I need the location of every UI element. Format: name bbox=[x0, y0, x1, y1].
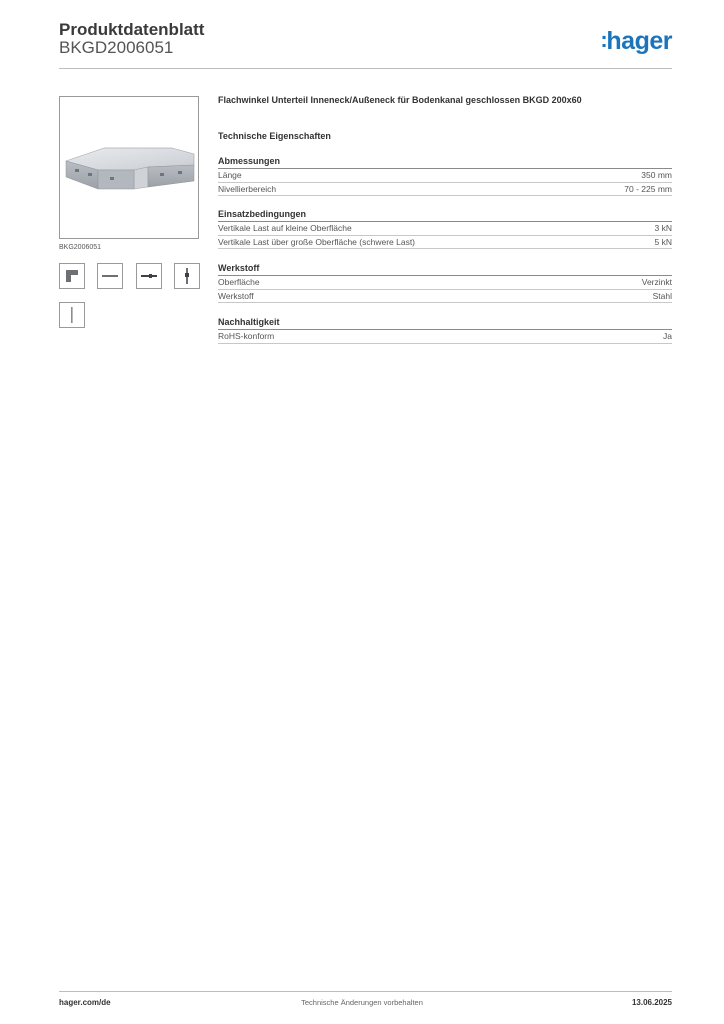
row-value: 70 - 225 mm bbox=[624, 183, 672, 194]
footer-url[interactable]: hager.com/de bbox=[59, 998, 111, 1007]
front-view-icon bbox=[185, 268, 189, 284]
product-image bbox=[59, 96, 199, 239]
header-divider bbox=[59, 68, 672, 69]
section-heading: Abmessungen bbox=[218, 155, 672, 169]
section-heading: Werkstoff bbox=[218, 262, 672, 276]
corner-view-icon bbox=[66, 270, 78, 282]
floor-duct-corner-illustration bbox=[64, 147, 195, 190]
row-label: Länge bbox=[218, 170, 242, 180]
row-label: Vertikale Last auf kleine Oberfläche bbox=[218, 223, 352, 233]
section-heading: Nachhaltigkeit bbox=[218, 316, 672, 330]
image-caption: BKG2006051 bbox=[59, 244, 102, 251]
edge-view-icon bbox=[71, 307, 73, 323]
row-label: Oberfläche bbox=[218, 277, 260, 287]
row-value: 350 mm bbox=[641, 170, 672, 180]
footer-note: Technische Änderungen vorbehalten bbox=[301, 998, 423, 1007]
table-row: Vertikale Last über große Oberfläche (sc… bbox=[218, 236, 672, 249]
section-sustainability: Nachhaltigkeit RoHS-konform Ja bbox=[218, 316, 672, 344]
row-value: Verzinkt bbox=[641, 277, 672, 287]
table-row: RoHS-konform Ja bbox=[218, 330, 672, 344]
thumbnail-corner-view[interactable] bbox=[59, 263, 85, 289]
row-value: 3 kN bbox=[654, 223, 672, 233]
end-view-icon bbox=[141, 274, 157, 278]
table-row: Länge 350 mm bbox=[218, 169, 672, 183]
product-title: Flachwinkel Unterteil Inneneck/Außeneck … bbox=[218, 95, 582, 105]
row-label: RoHS-konform bbox=[218, 331, 275, 341]
row-label: Vertikale Last über große Oberfläche (sc… bbox=[218, 236, 416, 247]
table-row: Vertikale Last auf kleine Oberfläche 3 kN bbox=[218, 222, 672, 236]
table-row: Werkstoff Stahl bbox=[218, 290, 672, 303]
hager-logo: :hager bbox=[600, 27, 672, 56]
row-label: Werkstoff bbox=[218, 290, 254, 301]
logo-text: hager bbox=[606, 27, 672, 55]
section-operating-conditions: Einsatzbedingungen Vertikale Last auf kl… bbox=[218, 208, 672, 249]
page-title: Produktdatenblatt bbox=[59, 20, 205, 39]
logo-dots-icon: : bbox=[600, 27, 608, 52]
row-value: Stahl bbox=[652, 290, 672, 301]
thumbnail-side-view[interactable] bbox=[97, 263, 123, 289]
product-code: BKGD2006051 bbox=[59, 38, 174, 57]
table-row: Oberfläche Verzinkt bbox=[218, 276, 672, 290]
thumbnail-edge-view[interactable] bbox=[59, 302, 85, 328]
row-label: Nivellierbereich bbox=[218, 183, 277, 194]
table-row: Nivellierbereich 70 - 225 mm bbox=[218, 183, 672, 196]
row-value: 5 kN bbox=[654, 236, 672, 247]
footer-divider bbox=[59, 991, 672, 992]
section-heading: Einsatzbedingungen bbox=[218, 208, 672, 222]
side-view-icon bbox=[102, 275, 118, 277]
technical-properties-heading: Technische Eigenschaften bbox=[218, 131, 331, 141]
section-dimensions: Abmessungen Länge 350 mm Nivellierbereich… bbox=[218, 155, 672, 196]
thumbnail-end-view[interactable] bbox=[136, 263, 162, 289]
footer-date: 13.06.2025 bbox=[631, 998, 672, 1007]
thumbnail-front-view[interactable] bbox=[174, 263, 200, 289]
row-value: Ja bbox=[663, 331, 672, 341]
